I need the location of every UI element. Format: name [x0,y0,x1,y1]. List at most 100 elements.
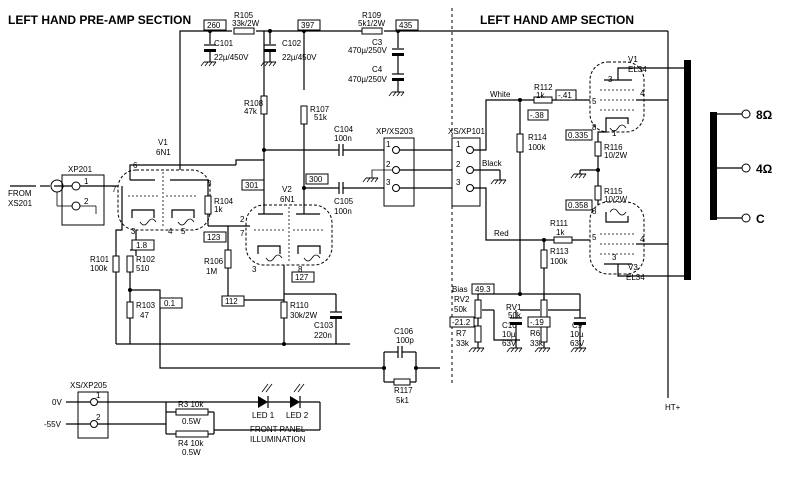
voltage-301: 301 [245,181,259,190]
r115-ref: R115 [604,187,623,196]
output-terminal-8ohm [741,109,751,119]
r110-value: 30k/2W [290,311,318,320]
voltage-neg19: -.19 [530,318,544,327]
capacitor-c3-c4 [388,48,405,97]
r101-value: 100k [90,264,108,273]
voltage-box-neg41 [555,89,577,101]
v1amp-pin8: 8 [592,123,597,132]
amp-section-title: LEFT HAND AMP SECTION [480,13,634,27]
r103-value: 47 [140,311,149,320]
c10-value: 10µ [502,330,516,339]
v3amp-pin5: 5 [592,233,597,242]
v3amp-pin3: 3 [612,253,617,262]
c3-value: 470µ/250V [348,46,388,55]
c10-ref: C10 [502,321,517,330]
r7-value: 33k [456,339,470,348]
resistor-r106 [224,225,284,301]
voltage-112: 112 [225,297,238,306]
resistor-r3 [175,408,209,416]
xsxp205-label: XS/XP205 [70,381,107,390]
voltage-1-8: 1.8 [136,241,148,250]
v1amp-ref: V1 [628,55,638,64]
r117-value: 5k1 [396,396,409,405]
voltage-box-397 [297,19,321,31]
c10-voltage: 63V [502,339,517,348]
c106-ref: C106 [394,327,414,336]
r116-value: 10/2W [604,151,628,160]
xp201-pin1: 1 [84,177,89,186]
voltage-box-260 [203,19,227,31]
r6-value: 33k [530,339,544,348]
v2pre-ref: V2 [282,185,292,194]
v1pre-type: 6N1 [156,148,171,157]
r102-value: 510 [136,264,150,273]
bias-label: Bias [452,285,468,294]
voltage-box-112 [221,295,245,307]
voltage-box-neg38 [527,109,549,121]
v2pre-type: 6N1 [280,195,295,204]
zero-volt-label: 0V [52,398,62,407]
capacitor-c103 [284,293,342,344]
capacitor-c101 [200,44,217,67]
rv1-ref: RV1 [506,303,522,312]
c105-value: 100n [334,207,352,216]
v1amp-pin3: 3 [608,75,613,84]
r4-value: 0.5W [182,448,201,457]
r115-value: 10/2W [604,195,628,204]
rv1-value: 50k [508,311,522,320]
voltage-box-neg19 [527,316,551,328]
xsxp101-pin3: 3 [456,178,461,187]
tube-v1-el34 [589,61,690,142]
c104-ref: C104 [334,125,354,134]
r101-ref: R101 [90,255,110,264]
r107-ref: R107 [310,105,330,114]
r112-ref: R112 [534,83,553,92]
wire-black-label: Black [482,159,503,168]
voltage-neg41: -.41 [558,91,572,100]
voltage-neg21-2: -21.2 [452,318,471,327]
r7-ref: R7 [456,329,467,338]
v1pre-ref: V1 [158,138,168,147]
xsxp205-pin1: 1 [96,391,101,400]
r108-ref: R108 [244,99,264,108]
r6-ref: R6 [530,329,541,338]
v1-plate-a [129,164,180,180]
c9-ref: C9 [572,321,583,330]
voltage-397: 397 [301,21,315,30]
r103-ref: R103 [136,301,156,310]
xpxs203-pin1: 1 [386,140,391,149]
r110-ref: R110 [290,301,309,310]
v1-pin4: 4 [168,227,173,236]
v2-pin3: 3 [252,265,257,274]
feedback-network [382,346,440,386]
c106-value: 100p [396,336,414,345]
r3-ref: R3 10k [178,400,204,409]
r112-value: 1k [536,91,545,100]
illumination-label: ILLUMINATION [250,435,306,444]
xsxp101-label: XS/XP101 [448,127,485,136]
xsxp101-pin1: 1 [456,140,461,149]
c103-value: 220n [314,331,332,340]
c4-ref: C4 [372,65,383,74]
v1amp-pin5: 5 [592,97,597,106]
connector-xsxp205 [66,391,321,439]
v1-pin3: 3 [131,227,136,236]
v1-pin8: 8 [207,179,212,188]
r113-value: 100k [550,257,568,266]
wire-white-label: White [490,90,511,99]
tube-v3-el34 [589,201,690,277]
voltage-435: 435 [399,21,413,30]
voltage-0335: 0.335 [568,131,589,140]
resistor-r105 [233,27,255,35]
rv2-ref: RV2 [454,295,470,304]
ht-plus-label: HT+ [665,403,681,412]
voltage-box-0335 [565,129,593,141]
voltage-0-1: 0.1 [164,299,176,308]
r111-value: 1k [556,228,565,237]
r4-ref: R4 10k [178,439,204,448]
r114-value: 100k [528,143,546,152]
c102-ref: C102 [282,39,302,48]
voltage-box-1-8 [131,239,155,251]
r117-ref: R117 [394,386,413,395]
c101-ref: C101 [214,39,234,48]
